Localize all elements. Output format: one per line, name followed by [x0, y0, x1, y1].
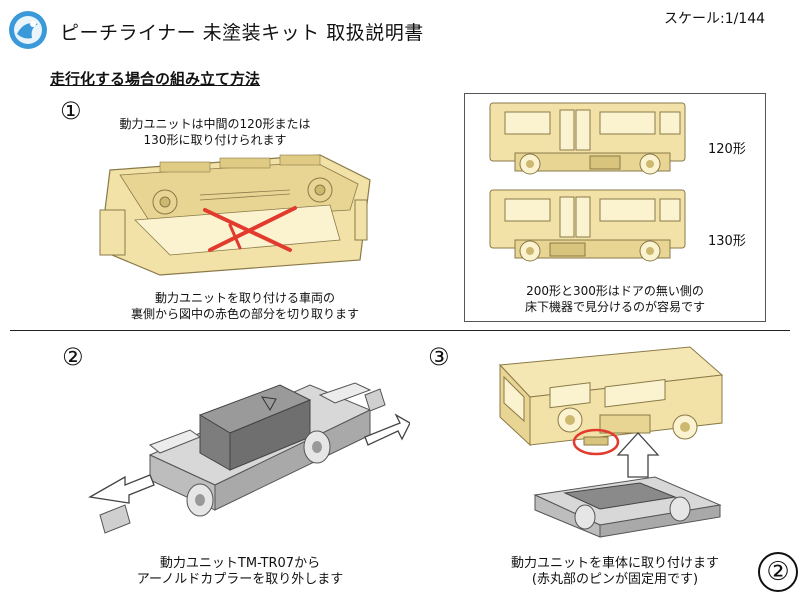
caption-line: 動力ユニットTM-TR07から [159, 556, 321, 571]
scale-label: スケール:1/144 [664, 11, 766, 27]
logo [9, 11, 47, 49]
caption-line: 動力ユニットを車体に取り付けます [510, 556, 719, 571]
page-title: ピーチライナー 未塗装キット 取扱説明書 [60, 22, 424, 44]
caption-line: 130形に取り付けられます [143, 133, 287, 147]
step-2-power-unit-drawing [88, 382, 410, 534]
step-3-assembly-drawing [498, 346, 724, 538]
caption-line: (赤丸部のピンが固定用です) [531, 572, 699, 587]
section-divider [10, 330, 790, 331]
step-1-number: ① [60, 97, 82, 125]
step-1-caption-bottom: 動力ユニットを取り付ける車両の 裏側から図中の赤色の部分を切り取ります [90, 290, 400, 322]
car-120-drawing [489, 102, 686, 175]
step-2-caption: 動力ユニットTM-TR07から アーノルドカプラーを取り外します [110, 556, 370, 588]
car-120-label: 120形 [708, 142, 746, 157]
caption-line: 動力ユニットは中間の120形または [119, 117, 311, 131]
step-3-caption: 動力ユニットを車体に取り付けます (赤丸部のピンが固定用です) [490, 556, 740, 588]
section-title: 走行化する場合の組み立て方法 [50, 70, 261, 88]
page-number: ② [758, 552, 798, 592]
caption-line: 200形と300形はドアの無い側の [526, 284, 704, 298]
caption-line: 裏側から図中の赤色の部分を切り取ります [130, 307, 359, 321]
car-130-label: 130形 [708, 234, 746, 249]
caption-line: アーノルドカプラーを取り外します [136, 572, 344, 587]
caption-line: 床下機器で見分けるのが容易です [524, 300, 705, 314]
step-1-caption-top: 動力ユニットは中間の120形または 130形に取り付けられます [100, 116, 330, 148]
car-130-drawing [489, 189, 686, 262]
step-3-number: ③ [428, 343, 450, 371]
caption-line: 動力ユニットを取り付ける車両の [154, 291, 335, 305]
car-type-infobox [464, 93, 766, 322]
infobox-caption: 200形と300形はドアの無い側の 床下機器で見分けるのが容易です [470, 283, 760, 315]
step-1-underfloor-drawing [99, 154, 371, 276]
step-2-number: ② [62, 343, 84, 371]
cut-area-mark [203, 206, 297, 252]
